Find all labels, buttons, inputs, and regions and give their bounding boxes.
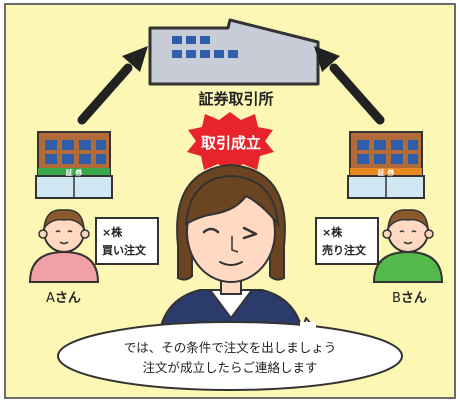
speech-line-2: 注文が成立したらご連絡します	[142, 360, 317, 375]
customer-a-suffix: さん	[55, 291, 81, 306]
trade-burst-icon	[187, 112, 274, 172]
broker-left-sign: 証 券	[66, 168, 83, 177]
customer-b-order-type: 売り注文	[322, 243, 367, 257]
exchange-label: 証券取引所	[198, 90, 273, 108]
speech-line-1: では、その条件で注文を出しましょう	[124, 340, 337, 355]
customer-b-order-card: ×株 売り注文	[315, 217, 379, 265]
customer-a-order-type: 買い注文	[102, 243, 147, 257]
speech-bubble: では、その条件で注文を出しましょう 注文が成立したらご連絡します	[57, 317, 403, 391]
broker-agent-person-icon	[156, 163, 306, 346]
customer-b-suffix: さん	[401, 291, 427, 306]
customer-b-letter: B	[392, 291, 401, 306]
broker-building-right-icon	[347, 131, 425, 199]
broker-right-sign: 証 券	[378, 168, 395, 177]
customer-b-name: Bさん	[392, 291, 427, 306]
exchange-building-icon	[148, 18, 320, 86]
customer-a-order-card: ×株 買い注文	[95, 217, 159, 265]
customer-a-letter: A	[46, 291, 55, 306]
customer-a-order-qty: ×株	[102, 225, 123, 239]
customer-b-order-qty: ×株	[322, 225, 343, 239]
customer-a-name: Aさん	[46, 291, 81, 306]
arrow-left-icon	[77, 46, 148, 125]
customer-a-person-icon	[28, 209, 100, 283]
broker-building-left-icon	[35, 131, 113, 199]
arrow-right-icon	[314, 46, 385, 125]
customer-b-person-icon	[372, 209, 444, 283]
trade-burst-label: 取引成立	[201, 134, 261, 152]
